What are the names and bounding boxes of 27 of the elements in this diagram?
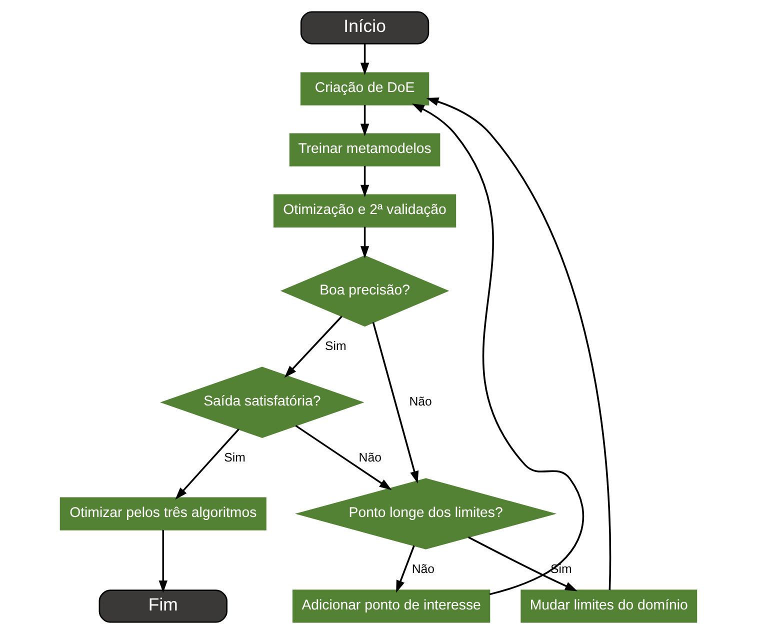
arrow [295, 424, 392, 490]
arrow [360, 104, 370, 136]
edge-label: Não [409, 394, 432, 409]
edge-label: Sim [224, 450, 246, 464]
node-box: Otimização e 2ª validação [273, 194, 456, 228]
arrow [360, 44, 370, 76]
edge-label: Não [412, 562, 435, 576]
arrow [426, 98, 612, 590]
node-box: Criação de DoE [300, 72, 430, 106]
arrow [412, 104, 584, 596]
node-box: Otimizar pelos três algoritmos [60, 497, 266, 530]
arrow [158, 530, 168, 593]
arrow [468, 536, 578, 592]
node-box: Treinar metamodelos [289, 133, 440, 166]
arrow [360, 166, 370, 198]
arrow [175, 428, 240, 500]
node-box: Fim [98, 590, 228, 623]
arrow [284, 316, 342, 378]
arrow [396, 545, 415, 593]
node-box: Adicionar ponto de interesse [292, 590, 490, 623]
node-diamond: Boa precisão? [280, 255, 450, 327]
node-box: Mudar limites do domínio [520, 590, 698, 623]
edge-label: Sim [324, 338, 346, 353]
arrow [360, 226, 370, 259]
edge-label: Não [358, 450, 382, 464]
node-box: Início [300, 11, 430, 44]
arrow [372, 322, 419, 484]
